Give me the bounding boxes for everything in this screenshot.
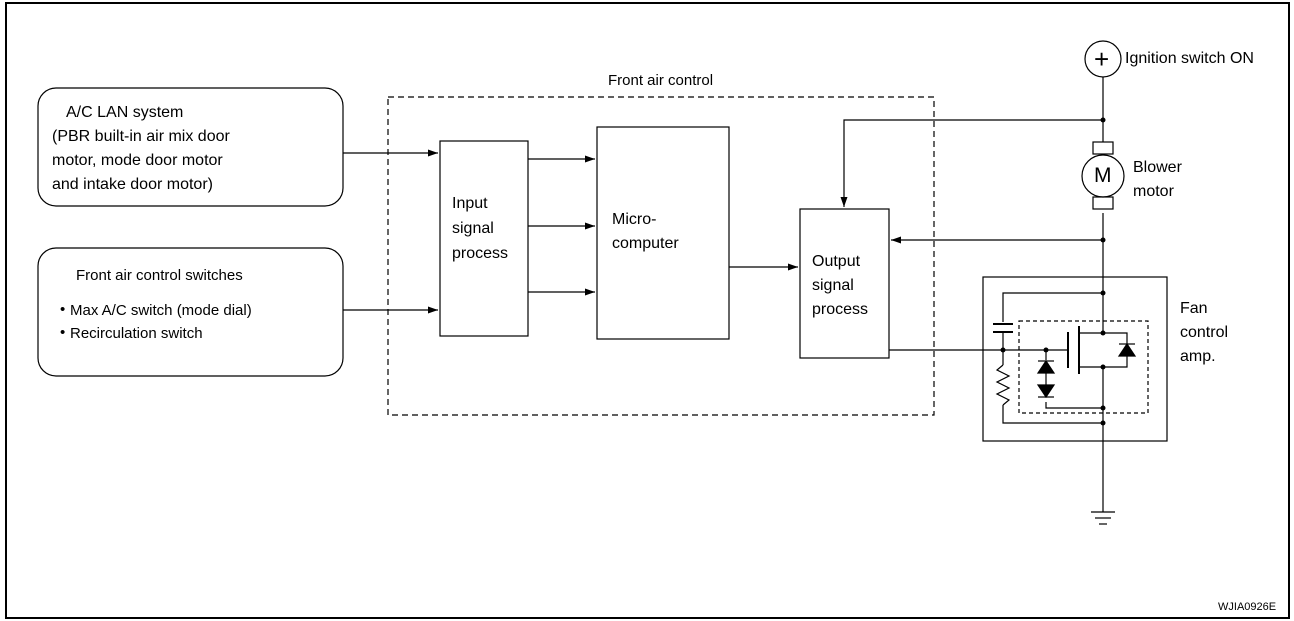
ignition-terminal-icon bbox=[1084, 40, 1122, 78]
resistor bbox=[995, 364, 1011, 406]
switch-item-bullet-2: • bbox=[60, 324, 66, 341]
control-unit-title: Front air control bbox=[608, 72, 714, 89]
fan-control-amp-inner bbox=[1018, 320, 1149, 414]
switch-item-max-ac: Max A/C switch (mode dial) bbox=[70, 302, 252, 319]
resistor-to-bottom-rail bbox=[1002, 405, 1103, 424]
mosfet-source-lead bbox=[1079, 366, 1104, 423]
switch-item-bullet-1: • bbox=[60, 301, 66, 318]
junction-dot bbox=[1100, 117, 1106, 123]
motor-m-symbol: M bbox=[1094, 164, 1112, 187]
zener-diode-upper bbox=[1036, 359, 1056, 374]
fan-amp-label-line-2: control bbox=[1180, 324, 1229, 341]
junction-dot bbox=[1100, 237, 1106, 243]
input-block-line-2: signal bbox=[452, 220, 494, 237]
front-air-control-switches-box bbox=[37, 247, 344, 377]
blower-label-line-1: Blower bbox=[1133, 159, 1182, 176]
figure-border bbox=[5, 2, 1290, 619]
body-diode-icon bbox=[1117, 342, 1137, 357]
amp-top-rail bbox=[1002, 292, 1103, 322]
fan-amp-label-line-3: amp. bbox=[1180, 348, 1216, 365]
ignition-plus-symbol: + bbox=[1094, 44, 1110, 74]
input-block-line-3: process bbox=[452, 245, 509, 262]
zener-diode-lower bbox=[1036, 384, 1056, 399]
ignition-label: Ignition switch ON bbox=[1125, 50, 1254, 67]
junction-dot bbox=[1043, 347, 1049, 353]
junction-dot bbox=[1100, 364, 1106, 370]
blower-label-line-2: motor bbox=[1133, 183, 1174, 200]
ac-lan-line-4: and intake door motor) bbox=[52, 176, 213, 193]
switches-title: Front air control switches bbox=[76, 267, 243, 284]
junction-dot bbox=[1000, 347, 1006, 353]
micro-block-line-1: Micro- bbox=[612, 211, 657, 228]
fan-amp-label-line-1: Fan bbox=[1180, 300, 1208, 317]
junction-dot bbox=[1100, 420, 1106, 426]
front-air-control-boundary bbox=[387, 96, 935, 416]
ac-lan-line-2: (PBR built-in air mix door bbox=[52, 128, 230, 145]
body-diode-return bbox=[1103, 356, 1128, 368]
motor-brush-top bbox=[1092, 141, 1114, 155]
input-block-line-1: Input bbox=[452, 195, 488, 212]
motor-brush-bottom bbox=[1092, 196, 1114, 210]
zener-branch-bottom bbox=[1045, 402, 1103, 409]
junction-dot bbox=[1100, 290, 1106, 296]
output-block-line-2: signal bbox=[812, 277, 854, 294]
microcomputer-block bbox=[596, 126, 730, 340]
output-signal-process-block bbox=[799, 208, 890, 359]
switch-item-recirculation: Recirculation switch bbox=[70, 325, 203, 342]
input-signal-process-block bbox=[439, 140, 529, 337]
junction-dot bbox=[1100, 405, 1106, 411]
ac-lan-line-3: motor, mode door motor bbox=[52, 152, 223, 169]
ac-lan-line-1: A/C LAN system bbox=[66, 104, 184, 121]
output-block-line-1: Output bbox=[812, 253, 861, 270]
micro-block-line-2: computer bbox=[612, 235, 679, 252]
body-diode-wire bbox=[1103, 332, 1128, 344]
figure-code: WJIA0926E bbox=[1218, 601, 1277, 613]
output-block-line-3: process bbox=[812, 301, 869, 318]
fan-control-amp-box bbox=[982, 276, 1168, 442]
junction-dot bbox=[1100, 330, 1106, 336]
power-feedback-line bbox=[840, 119, 1103, 207]
ac-lan-system-box bbox=[37, 87, 344, 207]
